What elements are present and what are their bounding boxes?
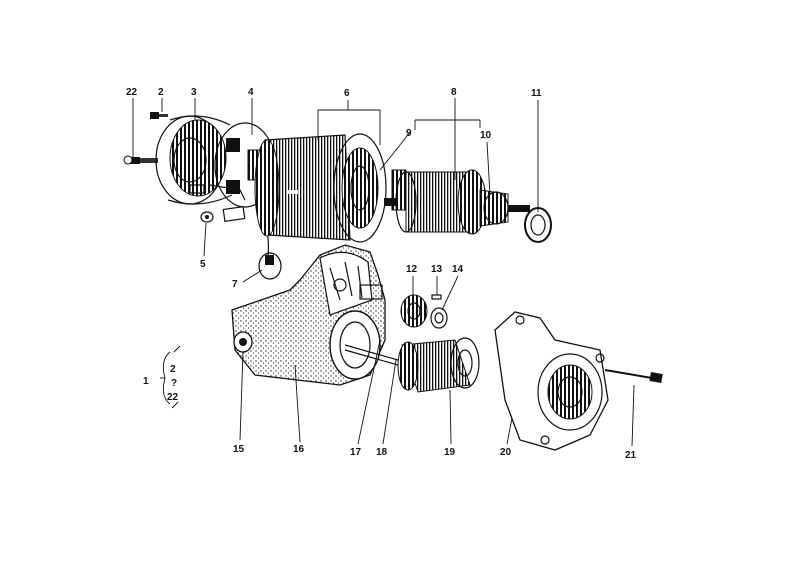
callout-5: 5 — [200, 259, 206, 270]
part-22-bolt — [123, 155, 158, 165]
callout-16: 16 — [293, 444, 305, 455]
callout-6: 6 — [344, 88, 350, 99]
part-15-bolt — [233, 331, 253, 353]
part-14-ring — [430, 307, 448, 329]
callout-8: 8 — [451, 87, 457, 98]
part-8-armature — [384, 169, 487, 235]
callout-3: 3 — [191, 87, 197, 98]
part-6-field-housing — [254, 133, 387, 243]
callout-14: 14 — [452, 264, 464, 275]
callout-4: 4 — [248, 87, 254, 98]
group-bracket-middle: ? — [171, 378, 177, 389]
callout-20: 20 — [500, 447, 512, 458]
callout-17: 17 — [350, 447, 362, 458]
callout-10: 10 — [480, 130, 492, 141]
callout-7: 7 — [232, 279, 238, 290]
callout-22: 22 — [126, 87, 138, 98]
part-17-shaft — [344, 344, 399, 366]
part-20-drive-end-bracket — [494, 311, 609, 451]
callout-15: 15 — [233, 444, 245, 455]
callout-1: 1 — [143, 376, 149, 387]
leader-lines — [132, 98, 635, 447]
callout-13: 13 — [431, 264, 443, 275]
part-21-long-bolt — [604, 369, 663, 383]
part-13-pin — [431, 294, 442, 300]
callout-2: 2 — [158, 87, 164, 98]
part-11-washer — [524, 207, 552, 243]
part-2-screw — [150, 112, 168, 119]
callout-12: 12 — [406, 264, 418, 275]
callout-11: 11 — [531, 88, 542, 99]
group-bracket-bottom: 22 — [167, 392, 179, 403]
callout-9: 9 — [406, 128, 412, 139]
part-3-end-cap — [155, 115, 233, 205]
part-5-clip — [200, 211, 214, 223]
brush-pieces — [189, 184, 246, 223]
group-bracket — [160, 345, 181, 409]
callout-21: 21 — [625, 450, 637, 461]
part-16-main-housing — [231, 244, 386, 386]
part-12-pinion — [400, 294, 428, 328]
part-19-drive-unit — [397, 337, 480, 393]
part-10-commutator — [479, 189, 530, 227]
callout-19: 19 — [444, 447, 456, 458]
callout-18: 18 — [376, 447, 388, 458]
group-bracket-top: 2 — [170, 364, 176, 375]
